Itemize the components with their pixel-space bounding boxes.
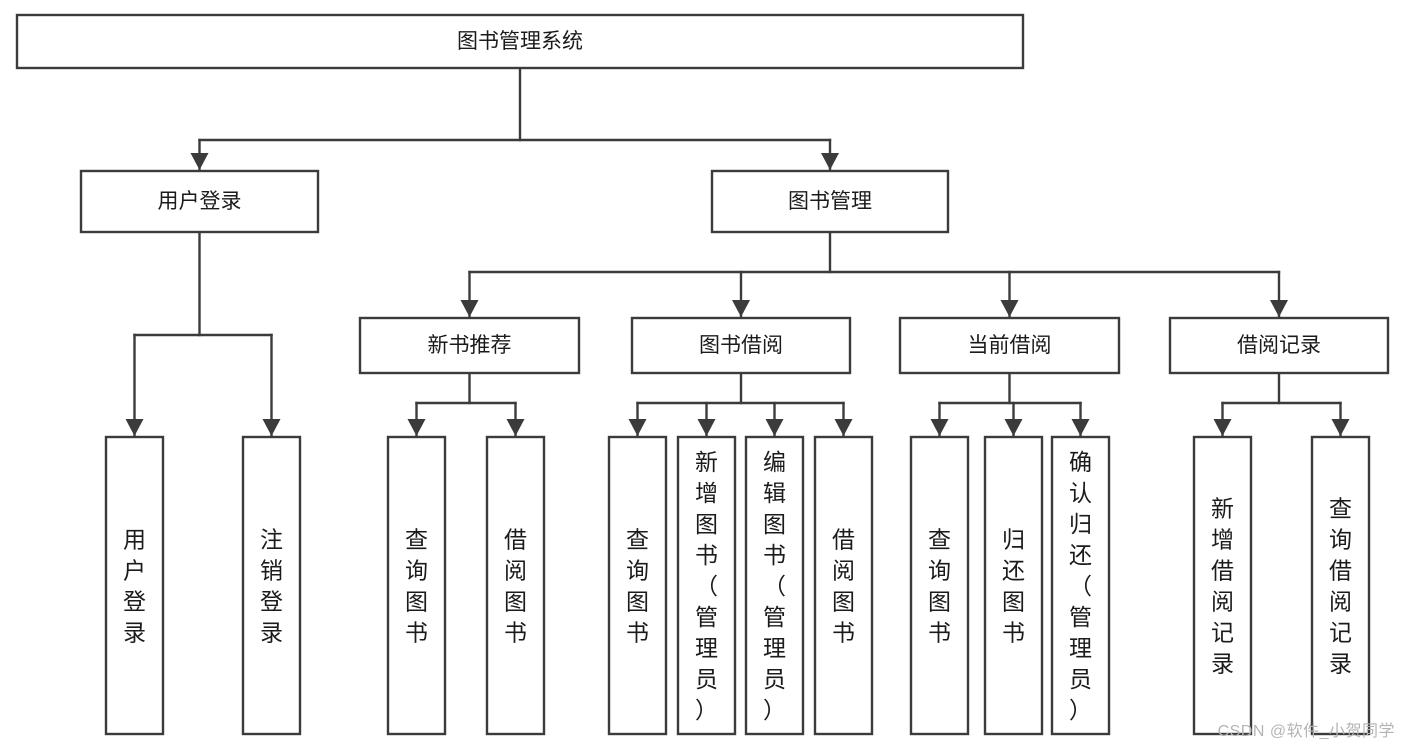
- node-rect: [241, 435, 302, 736]
- node-label: 图书借阅: [699, 334, 783, 357]
- arrow-head-icon: [628, 419, 647, 436]
- arrow-head-icon: [190, 153, 209, 170]
- node-rect: [898, 316, 1121, 375]
- leaf-node-leaf-user-logout[interactable]: 注销登录: [241, 435, 302, 736]
- node-rect: [1310, 435, 1371, 736]
- node-label-vertical: 用户登录: [123, 527, 146, 646]
- node-label-vertical: 归还图书: [1002, 527, 1025, 646]
- node-rect: [607, 435, 668, 736]
- leaf-node-leaf-rec-borrow[interactable]: 借阅图书: [485, 435, 546, 736]
- node-label: 借阅记录: [1237, 334, 1321, 357]
- level2-node-current-borrow[interactable]: 当前借阅: [898, 316, 1121, 375]
- node-label: 用户登录: [158, 190, 242, 213]
- node-rect: [630, 316, 852, 375]
- connector-layer: [125, 66, 1350, 438]
- node-rect: [15, 13, 1025, 70]
- level1-node-book-manage[interactable]: 图书管理: [710, 169, 950, 234]
- node-rect: [909, 435, 970, 736]
- level2-node-borrow-record[interactable]: 借阅记录: [1168, 316, 1390, 375]
- node-rect: [485, 435, 546, 736]
- node-label-vertical: 查询图书: [626, 527, 649, 646]
- arrow-head-icon: [1270, 300, 1288, 317]
- arrow-head-icon: [1331, 419, 1350, 436]
- root-node-图书管理系统[interactable]: 图书管理系统: [15, 13, 1025, 70]
- arrow-head-icon: [262, 419, 281, 436]
- node-label-vertical: 新增图书（管理员）: [695, 449, 718, 723]
- node-rect: [104, 435, 165, 736]
- level1-node-user-login[interactable]: 用户登录: [79, 169, 320, 234]
- csdn-watermark: CSDN @软件_小贺同学: [1217, 723, 1395, 740]
- leaf-node-leaf-bor-edit[interactable]: 编辑图书（管理员）: [744, 435, 805, 736]
- arrow-head-icon: [821, 153, 839, 170]
- leaf-node-leaf-bor-borrow[interactable]: 借阅图书: [813, 435, 874, 736]
- leaf-node-leaf-bor-query[interactable]: 查询图书: [607, 435, 668, 736]
- node-label-vertical: 查询图书: [405, 527, 428, 646]
- arrow-head-icon: [834, 419, 853, 436]
- node-label: 新书推荐: [428, 334, 512, 357]
- level2-node-new-book-rec[interactable]: 新书推荐: [358, 316, 581, 375]
- node-rect: [358, 316, 581, 375]
- arrow-head-icon: [125, 419, 144, 436]
- node-label-vertical: 注销登录: [260, 527, 283, 646]
- node-label-vertical: 确认归还（管理员）: [1069, 449, 1092, 723]
- arrow-head-icon: [1213, 419, 1232, 436]
- leaf-node-leaf-rec-query[interactable]: 查询图书: [386, 435, 447, 736]
- node-rect: [710, 169, 950, 234]
- node-rect: [386, 435, 447, 736]
- node-label-vertical: 编辑图书（管理员）: [763, 449, 786, 723]
- node-layer: 图书管理系统用户登录图书管理新书推荐图书借阅当前借阅借阅记录用户登录注销登录查询…: [15, 13, 1390, 736]
- node-rect: [983, 435, 1044, 736]
- arrow-head-icon: [506, 419, 525, 436]
- node-label-vertical: 新增借阅记录: [1211, 496, 1234, 677]
- leaf-node-leaf-user-login[interactable]: 用户登录: [104, 435, 165, 736]
- node-label: 图书管理: [788, 190, 872, 213]
- node-label-vertical: 借阅图书: [832, 527, 855, 646]
- node-rect: [813, 435, 874, 736]
- arrow-head-icon: [1071, 419, 1090, 436]
- arrow-head-icon: [460, 300, 479, 317]
- node-label: 图书管理系统: [457, 30, 583, 53]
- arrow-head-icon: [765, 419, 784, 436]
- node-rect: [1168, 316, 1390, 375]
- arrow-head-icon: [1000, 300, 1019, 317]
- node-rect: [1192, 435, 1253, 736]
- node-label-vertical: 查询图书: [928, 527, 951, 646]
- node-label: 当前借阅: [968, 334, 1052, 357]
- leaf-node-leaf-cur-return[interactable]: 归还图书: [983, 435, 1044, 736]
- arrow-head-icon: [697, 419, 716, 436]
- leaf-node-leaf-rec-search[interactable]: 查询借阅记录: [1310, 435, 1371, 736]
- arrow-head-icon: [1004, 419, 1023, 436]
- leaf-node-leaf-cur-query[interactable]: 查询图书: [909, 435, 970, 736]
- leaf-node-leaf-bor-add[interactable]: 新增图书（管理员）: [676, 435, 737, 736]
- node-rect: [676, 435, 737, 736]
- arrow-head-icon: [732, 300, 750, 317]
- level2-node-book-borrow[interactable]: 图书借阅: [630, 316, 852, 375]
- arrow-head-icon: [930, 419, 949, 436]
- leaf-node-leaf-rec-add[interactable]: 新增借阅记录: [1192, 435, 1253, 736]
- node-label-vertical: 查询借阅记录: [1329, 496, 1352, 677]
- node-rect: [1050, 435, 1111, 736]
- node-rect: [79, 169, 320, 234]
- arrow-head-icon: [407, 419, 426, 436]
- node-label-vertical: 借阅图书: [504, 527, 527, 646]
- leaf-node-leaf-cur-confirm[interactable]: 确认归还（管理员）: [1050, 435, 1111, 736]
- node-rect: [744, 435, 805, 736]
